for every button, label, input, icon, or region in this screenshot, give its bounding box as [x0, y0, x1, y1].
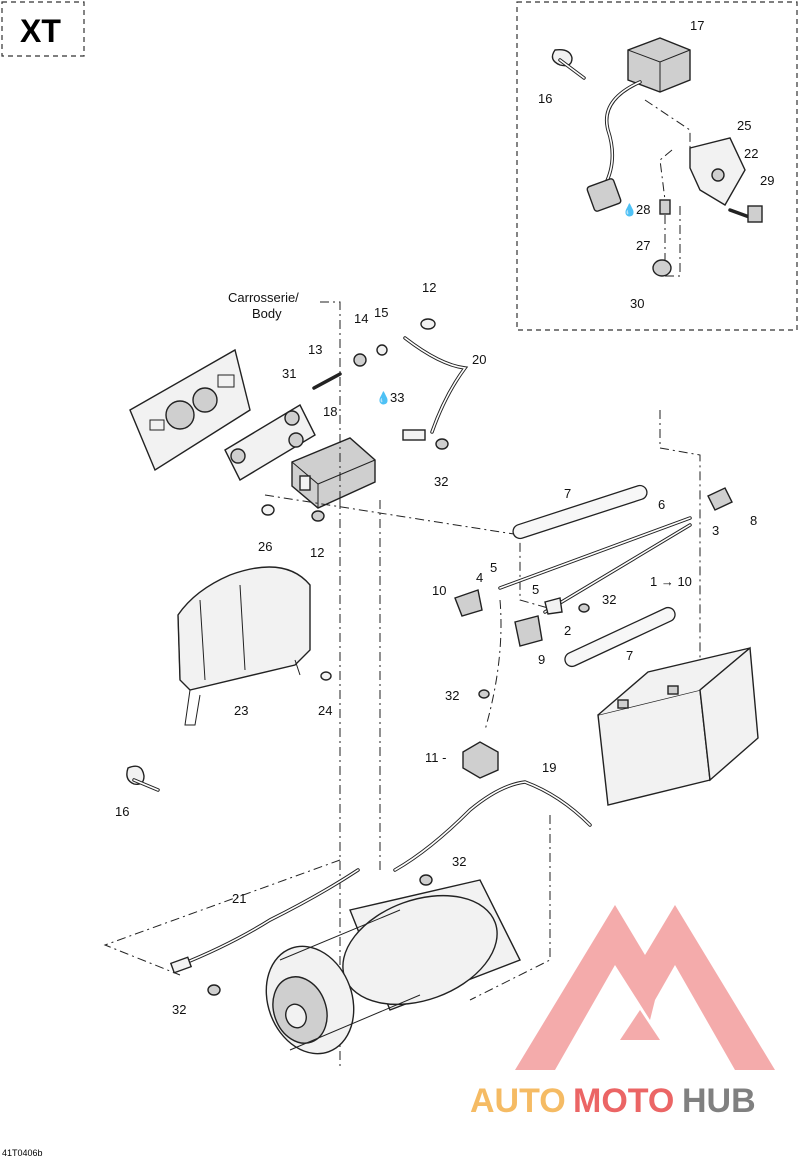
- callout-8: 8: [750, 513, 757, 528]
- callout-25: 25: [737, 118, 751, 133]
- clip-part: [659, 199, 671, 215]
- engine-plate-part: [129, 348, 251, 472]
- callout-26: 26: [258, 539, 272, 554]
- callout-6: 6: [658, 497, 665, 512]
- drop-icon-33: 💧: [376, 391, 391, 405]
- callout-32c: 32: [445, 688, 459, 703]
- connector-part: [586, 178, 622, 212]
- cable-tie-part: [551, 48, 586, 80]
- inset-detail: [516, 1, 798, 331]
- cable-terminal-part: [402, 429, 426, 441]
- bracket-part: [689, 137, 746, 206]
- washer-part: [353, 353, 367, 367]
- callout-7: 7: [564, 486, 571, 501]
- drawing-number: 41T0406b: [2, 1148, 43, 1158]
- callout-22: 22: [744, 146, 758, 161]
- callout-15: 15: [374, 305, 388, 320]
- callout-7b: 7: [626, 648, 633, 663]
- control-module-part: [627, 37, 691, 93]
- clamp-part: [544, 597, 563, 615]
- callout-13: 13: [308, 342, 322, 357]
- fuse-part: [514, 615, 543, 647]
- callout-31: 31: [282, 366, 296, 381]
- callout-10: 10: [432, 583, 446, 598]
- callout-1-to-10: 1 → 10: [650, 574, 692, 589]
- body-label-line1: Carrosserie/: [228, 290, 299, 305]
- starter-relay-part: [462, 689, 499, 779]
- battery-part: [597, 646, 759, 806]
- callout-20: 20: [472, 352, 486, 367]
- callout-11: 11 -: [425, 750, 446, 765]
- lock-washer-part: [376, 344, 388, 356]
- callout-28: 28: [636, 202, 650, 217]
- model-tag: XT: [1, 1, 85, 57]
- watermark-hub: HUB: [682, 1082, 756, 1120]
- callout-3: 3: [712, 523, 719, 538]
- callout-17: 17: [690, 18, 704, 33]
- callout-12b: 12: [310, 545, 324, 560]
- watermark-auto: AUTO: [470, 1082, 566, 1120]
- cable-tie-part-left: [126, 765, 160, 792]
- terminal-cap-part: [707, 487, 733, 511]
- watermark-logo: AUTO MOTO HUB: [470, 905, 775, 1120]
- callout-29: 29: [760, 173, 774, 188]
- callout-21: 21: [232, 891, 246, 906]
- drop-icon: 💧: [622, 203, 637, 217]
- callout-24: 24: [318, 703, 332, 718]
- callout-23: 23: [234, 703, 248, 718]
- fuse-holder-part: [454, 589, 483, 617]
- callout-32b: 32: [602, 592, 616, 607]
- callout-19: 19: [542, 760, 556, 775]
- bolt-part: [312, 372, 342, 390]
- callout-27: 27: [636, 238, 650, 253]
- grommet-part: [652, 259, 672, 277]
- callout-32: 32: [434, 474, 448, 489]
- starter-motor-part: [265, 879, 521, 1055]
- callout-2: 2: [564, 623, 571, 638]
- callout-33: 33: [390, 390, 404, 405]
- callout-18: 18: [323, 404, 337, 419]
- solenoid-part: [291, 437, 376, 509]
- model-code: XT: [20, 13, 61, 49]
- callout-32e: 32: [172, 1002, 186, 1017]
- callout-9: 9: [538, 652, 545, 667]
- nut-part: [420, 318, 436, 330]
- callout-5b: 5: [532, 582, 539, 597]
- callout-16b: 16: [115, 804, 129, 819]
- callout-12: 12: [422, 280, 436, 295]
- body-label-line2: Body: [252, 306, 282, 321]
- screw-part: [728, 205, 763, 223]
- mounting-bracket-part: [224, 404, 316, 481]
- callout-30: 30: [630, 296, 644, 311]
- callout-4: 4: [476, 570, 483, 585]
- callout-16: 16: [538, 91, 552, 106]
- heat-shield-part: [177, 566, 311, 726]
- callout-14: 14: [354, 311, 368, 326]
- callout-32d: 32: [452, 854, 466, 869]
- watermark-moto: MOTO: [573, 1082, 674, 1120]
- callout-5: 5: [490, 560, 497, 575]
